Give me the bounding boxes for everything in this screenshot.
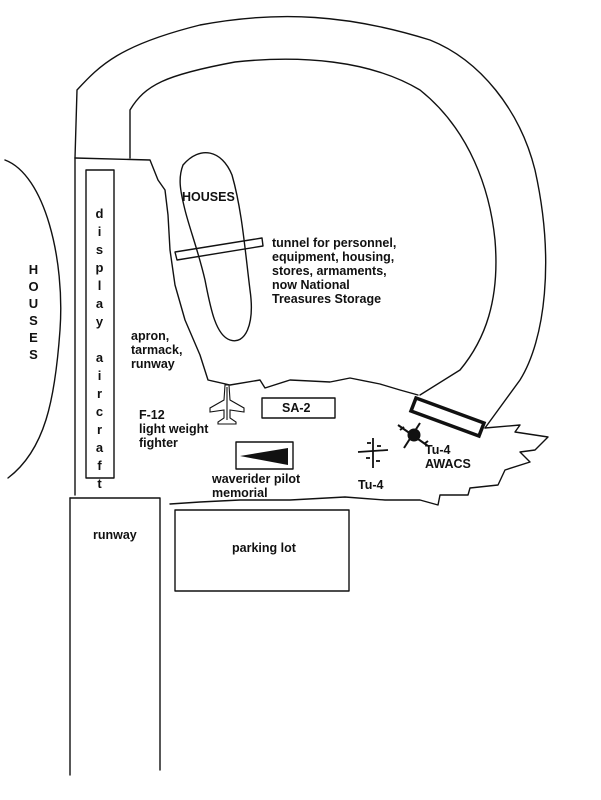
runway-label: runway (93, 528, 137, 542)
houses-blob (179, 152, 252, 342)
memorial-box (235, 441, 294, 470)
sa2-box (261, 397, 336, 419)
sa2-label: SA-2 (282, 401, 311, 415)
runway-outline (69, 497, 161, 771)
road-loop-outer (74, 15, 547, 429)
houses-left-label: HOUSES (26, 262, 41, 364)
houses-top-label: HOUSES (182, 190, 235, 204)
display-aircraft-box (85, 169, 115, 479)
tunnel-bar (174, 237, 264, 261)
tunnel-label: tunnel for personnel, equipment, housing… (272, 236, 397, 306)
tu4-label: Tu-4 (358, 478, 384, 492)
awacs-aircraft-icon (397, 422, 429, 449)
parking-lot-box (174, 509, 350, 592)
parking-lot-label: parking lot (232, 541, 296, 555)
f12-label: F-12 light weight fighter (139, 408, 209, 450)
tu4-awacs-label: Tu-4 AWACS (425, 443, 471, 471)
hill-boundary (74, 157, 419, 396)
terrain-jagged-edge (169, 424, 549, 506)
houses-boundary-line (4, 159, 62, 479)
road-loop-inner (129, 58, 497, 396)
memorial-label: waverider pilot memorial (212, 472, 301, 500)
display-aircraft-label: display aircraft (92, 206, 107, 494)
bomber-aircraft-icon (357, 438, 389, 468)
apron-label: apron, tarmack, runway (131, 329, 183, 371)
jet-fighter-icon (209, 384, 245, 425)
wedge-monument-icon (240, 448, 288, 465)
tunnel-entrance (408, 395, 487, 439)
